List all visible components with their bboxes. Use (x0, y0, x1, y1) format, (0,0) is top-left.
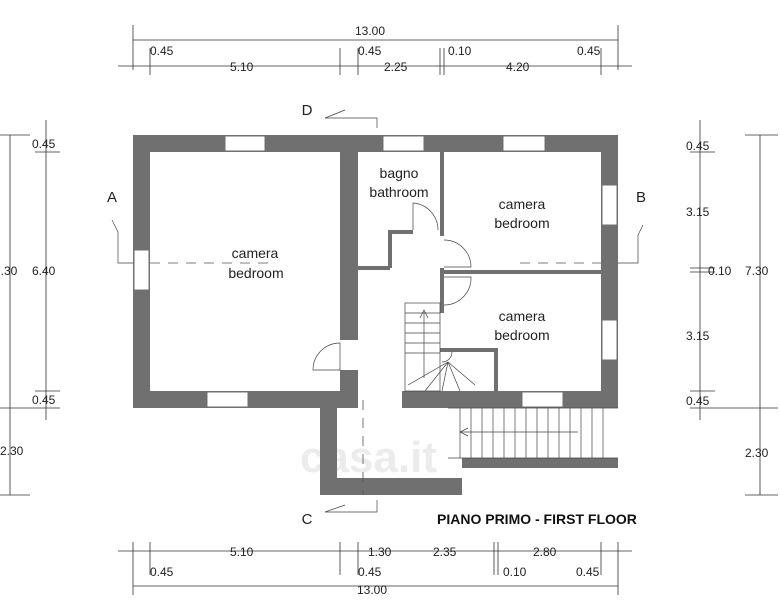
svg-text:2.30: 2.30 (745, 446, 769, 460)
svg-text:camera: camera (232, 245, 279, 261)
svg-text:bathroom: bathroom (369, 184, 428, 200)
dimensions-right: 0.45 3.15 0.10 3.15 0.45 2.30 7.30 (686, 120, 778, 496)
svg-text:2.35: 2.35 (433, 545, 457, 559)
svg-text:0.45: 0.45 (576, 565, 600, 579)
svg-text:2.80: 2.80 (533, 545, 557, 559)
section-label-b: B (636, 189, 646, 206)
svg-text:0.45: 0.45 (150, 565, 174, 579)
svg-text:1.30: 1.30 (368, 545, 392, 559)
svg-text:13.00: 13.00 (357, 583, 387, 597)
svg-text:0.10: 0.10 (708, 264, 732, 278)
interior-stairs (404, 302, 476, 392)
doors (312, 202, 472, 371)
svg-text:7.30: 7.30 (745, 264, 769, 278)
room-bedroom-1: camera bedroom (228, 245, 283, 281)
section-label-d: D (302, 102, 313, 119)
svg-text:0.45: 0.45 (577, 44, 601, 58)
svg-text:0.45: 0.45 (32, 393, 56, 407)
svg-text:3.15: 3.15 (686, 205, 710, 219)
svg-text:0.45: 0.45 (358, 565, 382, 579)
svg-text:camera: camera (499, 308, 546, 324)
dimensions-top: 13.00 0.45 0.45 0.10 0.45 5.10 2.25 4.20 (118, 24, 632, 75)
svg-text:6.40: 6.40 (32, 264, 56, 278)
svg-text:0.45: 0.45 (358, 44, 382, 58)
room-bathroom: bagno bathroom (369, 165, 428, 200)
floor-title: PIANO PRIMO - FIRST FLOOR (437, 511, 637, 527)
room-bedroom-2: camera bedroom (494, 196, 549, 231)
svg-text:2.25: 2.25 (384, 60, 408, 74)
svg-text:bagno: bagno (380, 165, 419, 181)
section-label-c: C (302, 511, 313, 528)
svg-text:5.10: 5.10 (230, 60, 254, 74)
dimensions-left: 0.45 6.40 0.45 2.30 7.30 (0, 120, 60, 496)
section-lines (111, 109, 644, 513)
svg-text:5.10: 5.10 (230, 545, 254, 559)
svg-text:0.10: 0.10 (448, 44, 472, 58)
svg-text:bedroom: bedroom (228, 265, 283, 281)
svg-text:bedroom: bedroom (494, 215, 549, 231)
svg-text:0.45: 0.45 (150, 44, 174, 58)
svg-text:13.00: 13.00 (355, 24, 385, 38)
svg-text:0.45: 0.45 (32, 137, 56, 151)
exterior-stairs (448, 407, 618, 459)
room-bedroom-3: camera bedroom (494, 308, 549, 343)
svg-text:bedroom: bedroom (494, 327, 549, 343)
svg-text:3.15: 3.15 (686, 329, 710, 343)
svg-text:4.20: 4.20 (506, 60, 530, 74)
svg-text:2.30: 2.30 (0, 444, 24, 458)
dimensions-bottom: 5.10 1.30 2.35 2.80 0.45 0.45 0.10 0.45 … (118, 542, 632, 597)
windows (133, 135, 618, 408)
svg-text:7.30: 7.30 (0, 264, 18, 278)
section-label-a: A (107, 189, 117, 206)
svg-text:camera: camera (499, 196, 546, 212)
svg-text:0.10: 0.10 (503, 565, 527, 579)
svg-text:0.45: 0.45 (686, 394, 710, 408)
svg-text:0.45: 0.45 (686, 139, 710, 153)
